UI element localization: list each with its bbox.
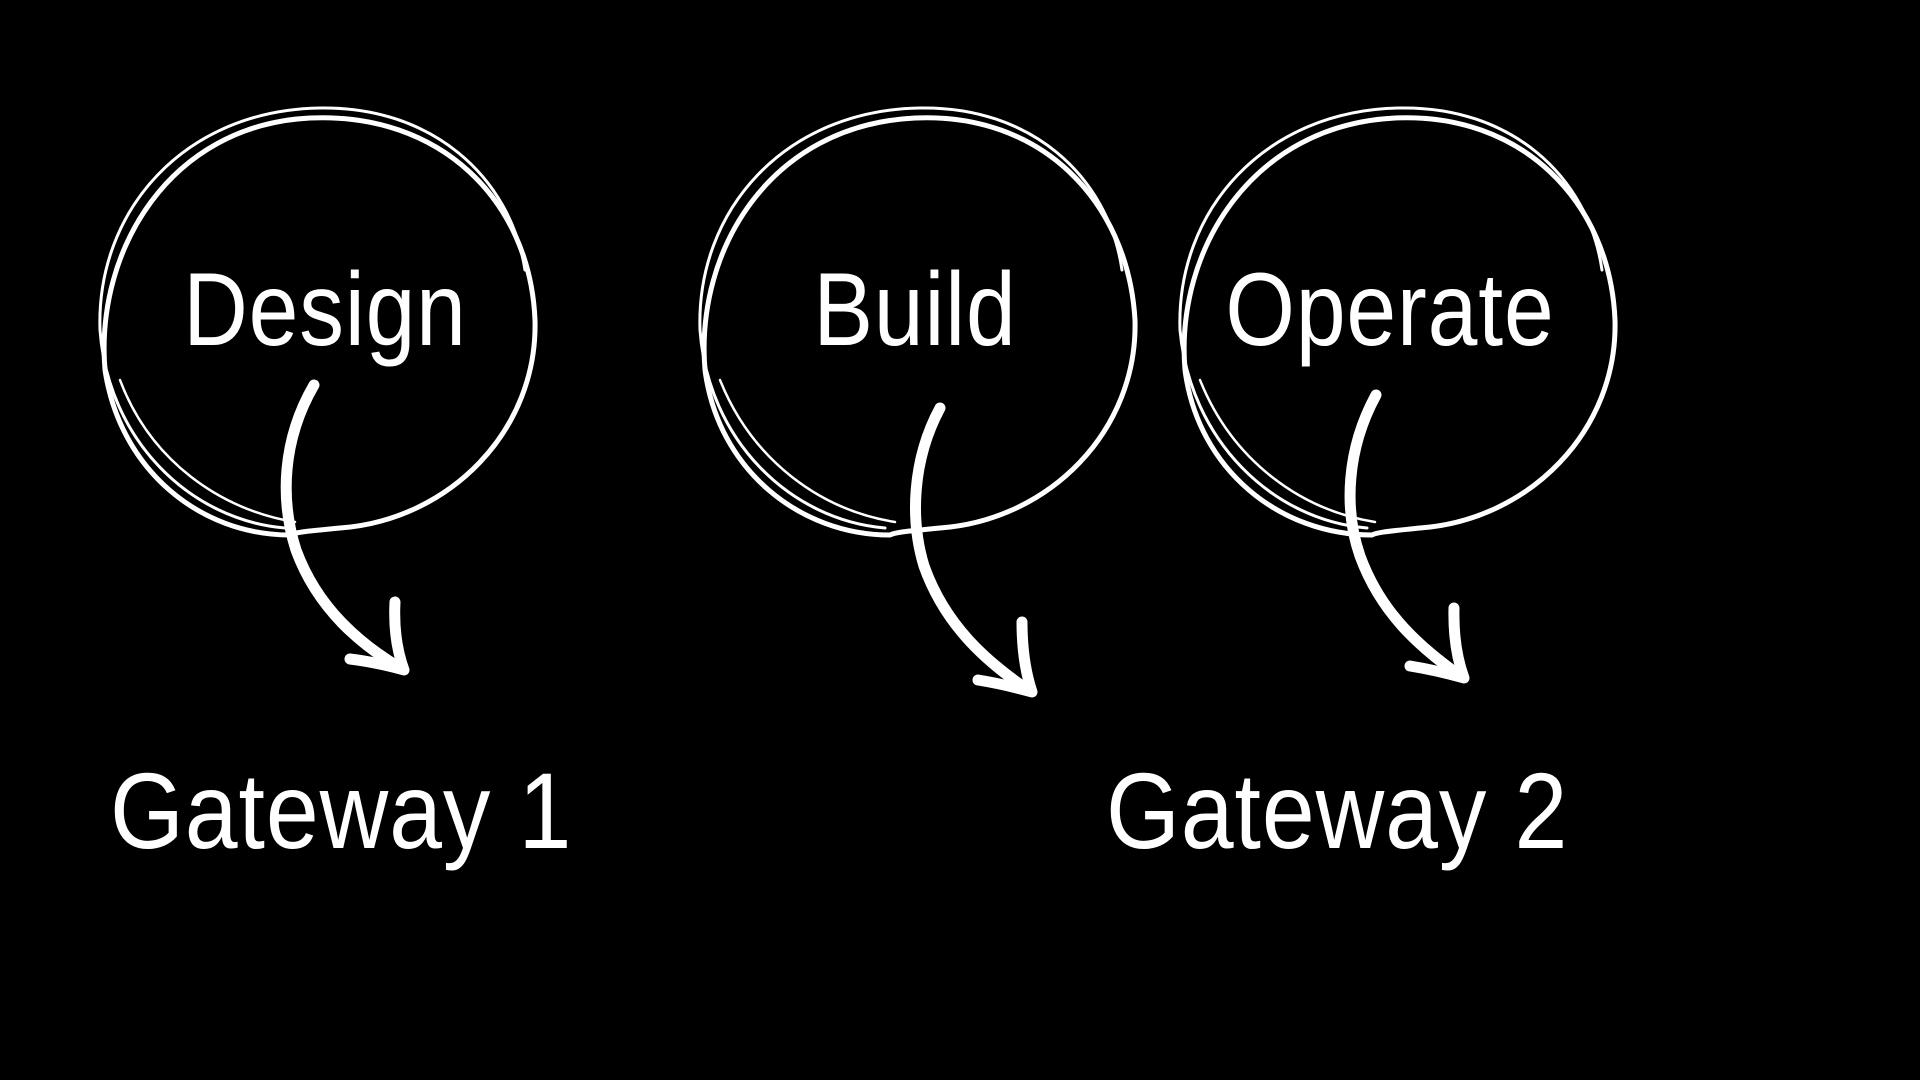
gateway-label-1: Gateway 1 (110, 750, 573, 871)
build-circle (698, 106, 1138, 538)
stage-label-build: Build (813, 252, 1017, 368)
design-arrow (280, 379, 410, 676)
stage-label-operate: Operate (1225, 252, 1555, 368)
operate-arrow (1344, 389, 1470, 684)
build-arrow (910, 402, 1038, 698)
design-circle (98, 106, 538, 538)
gateway-label-2: Gateway 2 (1106, 750, 1569, 871)
stage-label-design: Design (183, 252, 467, 368)
